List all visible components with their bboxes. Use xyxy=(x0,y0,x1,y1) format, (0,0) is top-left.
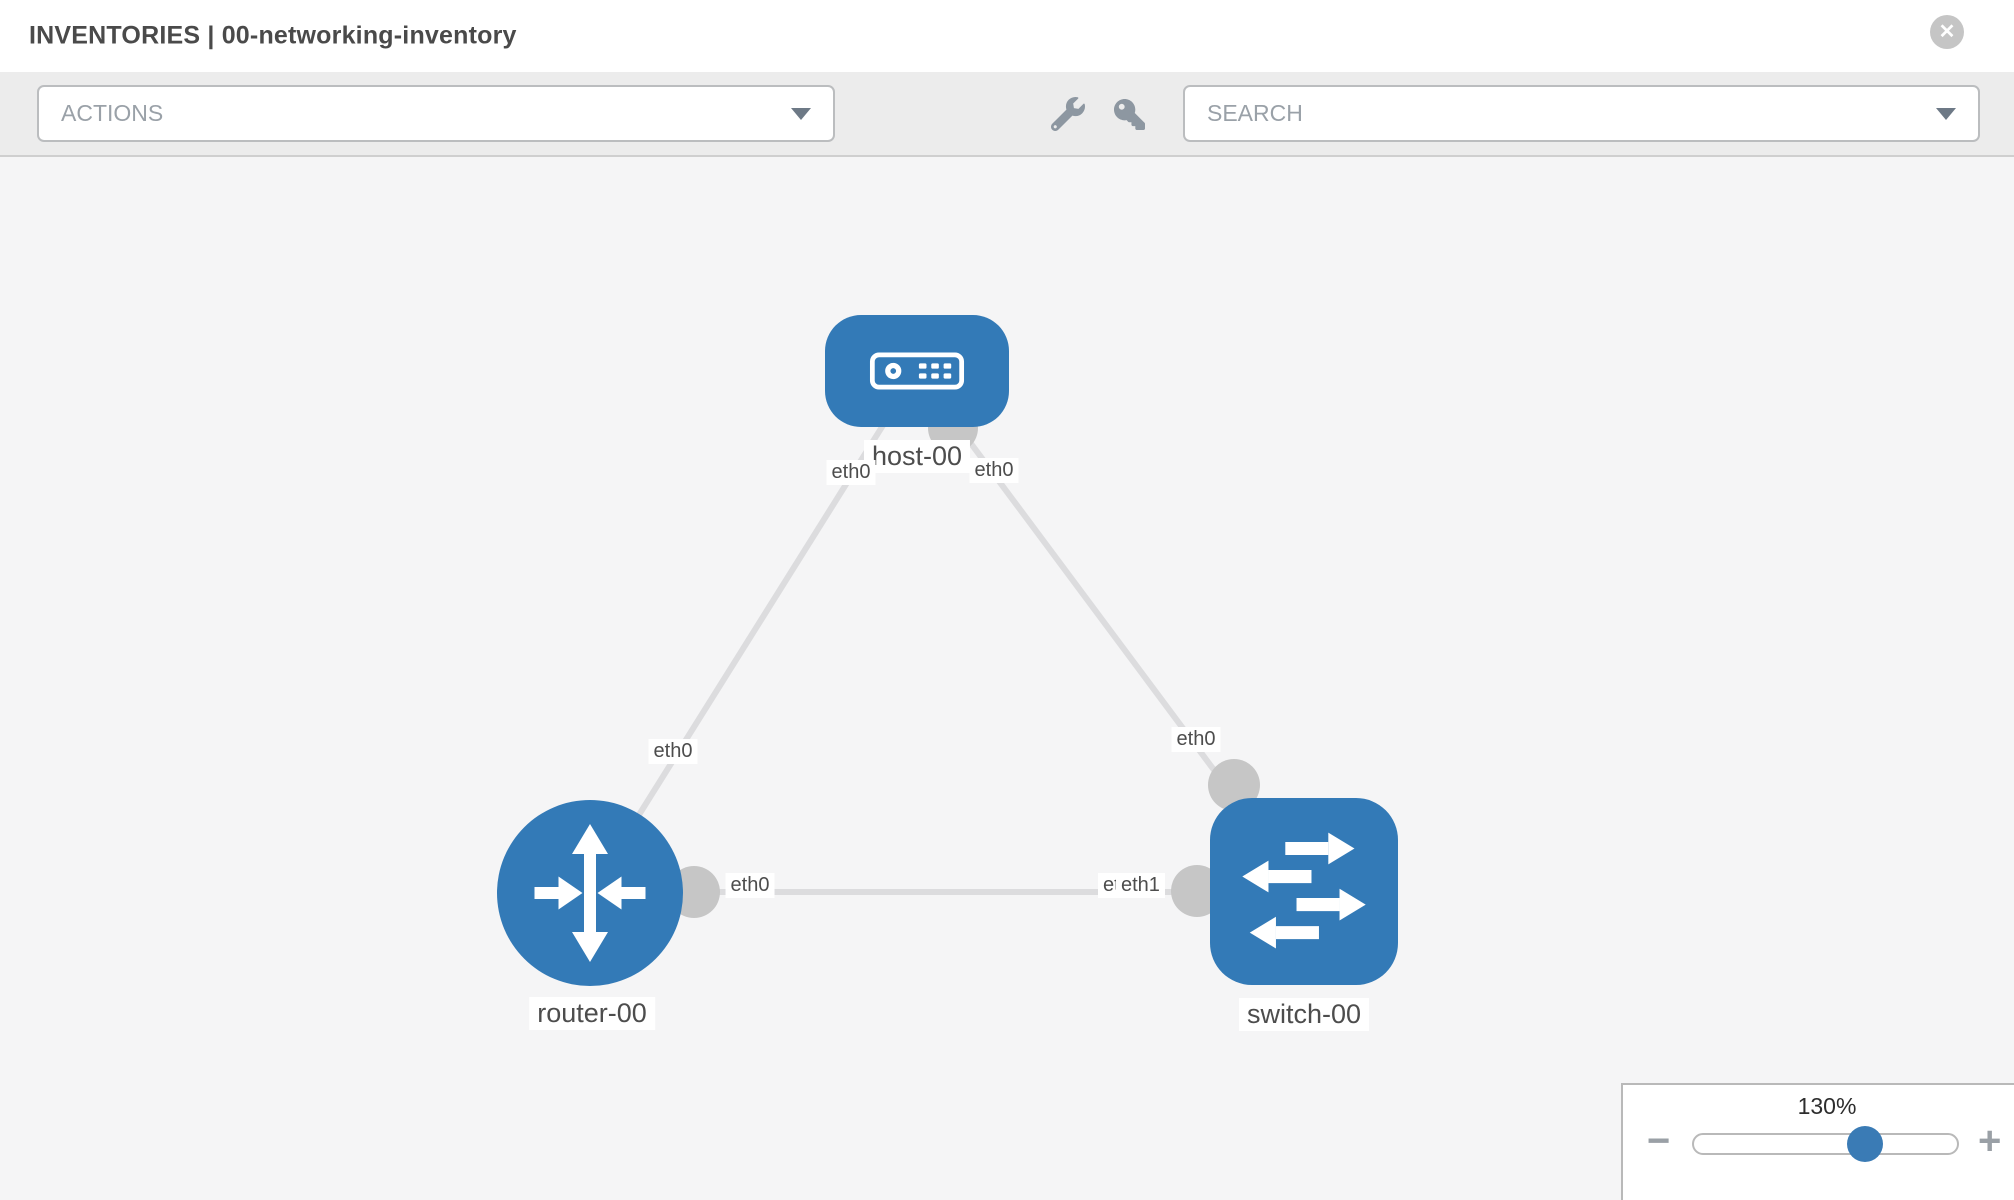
node-label-host-00: host-00 xyxy=(863,440,971,473)
chevron-down-icon xyxy=(1936,107,1956,120)
zoom-control-panel: 130% − + xyxy=(1621,1083,2014,1200)
wrench-icon xyxy=(1051,97,1085,131)
node-switch-00[interactable] xyxy=(1210,798,1398,985)
zoom-level-value: 130% xyxy=(1797,1093,1857,1119)
key-icon xyxy=(1114,99,1145,130)
search-dropdown[interactable]: SEARCH xyxy=(1183,85,1980,142)
chevron-down-icon xyxy=(791,107,811,120)
close-icon: ✕ xyxy=(1938,21,1956,43)
credentials-button[interactable] xyxy=(1114,99,1145,130)
configure-button[interactable] xyxy=(1051,97,1085,131)
router-icon xyxy=(534,824,646,962)
if-label-host-eth0-left: eth0 xyxy=(826,460,876,485)
if-label-router-eth0-right: eth0 xyxy=(725,873,775,898)
zoom-slider-track[interactable] xyxy=(1692,1133,1959,1155)
if-label-router-eth0-uplink: eth0 xyxy=(648,739,698,764)
node-router-00[interactable] xyxy=(497,800,683,986)
switch-icon xyxy=(1242,832,1366,949)
if-label-switch-eth1: eth1 xyxy=(1116,873,1165,898)
page-title: INVENTORIES | 00-networking-inventory xyxy=(29,21,517,50)
actions-dropdown[interactable]: ACTIONS xyxy=(37,85,835,142)
topology-canvas[interactable]: host-00 router-00 switch-00 eth0 eth0 et… xyxy=(0,157,2014,1200)
zoom-slider-knob[interactable] xyxy=(1847,1126,1883,1162)
if-label-switch-eth0-top: eth0 xyxy=(1171,727,1221,752)
zoom-in-button[interactable]: + xyxy=(1978,1119,2002,1163)
node-label-router-00: router-00 xyxy=(529,997,655,1030)
node-label-switch-00: switch-00 xyxy=(1238,998,1370,1031)
header: INVENTORIES | 00-networking-inventory ✕ xyxy=(0,0,2014,72)
links-layer xyxy=(587,369,1307,918)
actions-dropdown-label: ACTIONS xyxy=(61,100,164,126)
toolbar: ACTIONS SEARCH xyxy=(0,72,2014,157)
if-label-host-eth0-right: eth0 xyxy=(969,458,1019,483)
search-placeholder: SEARCH xyxy=(1207,100,1303,126)
link-host-router[interactable] xyxy=(587,369,920,895)
node-host-00[interactable] xyxy=(825,315,1009,427)
zoom-out-button[interactable]: − xyxy=(1647,1119,1671,1163)
close-button[interactable]: ✕ xyxy=(1930,15,1964,49)
host-icon xyxy=(869,352,965,390)
